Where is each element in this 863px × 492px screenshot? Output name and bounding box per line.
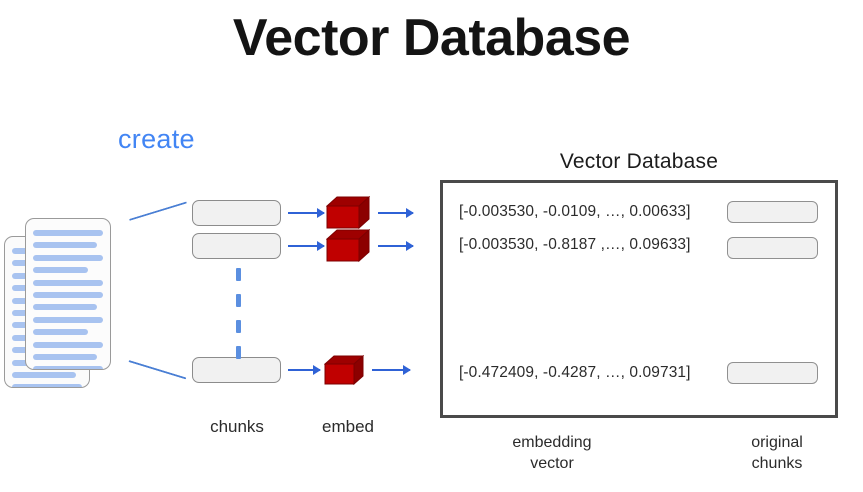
document-line bbox=[12, 384, 82, 387]
original-chunks-caption: original chunks bbox=[712, 432, 842, 474]
embed-cube-3 bbox=[323, 354, 365, 391]
create-label: create bbox=[118, 124, 195, 154]
document-line bbox=[33, 341, 103, 348]
embedding-vector-text: [-0.003530, -0.8187 ,…, 0.09633] bbox=[459, 236, 691, 253]
document-line bbox=[33, 242, 98, 249]
embedding-vector-caption-line2: vector bbox=[530, 455, 574, 473]
embed-cube-1 bbox=[325, 195, 371, 235]
arrow-embed2-to-db bbox=[378, 245, 413, 248]
embedding-vector-text: [-0.003530, -0.0109, …, 0.00633] bbox=[459, 203, 691, 220]
document-line bbox=[33, 353, 98, 360]
dash-mark bbox=[236, 346, 241, 359]
dash-mark bbox=[236, 294, 241, 307]
original-chunk-box[interactable] bbox=[727, 362, 818, 384]
document-line bbox=[33, 329, 88, 336]
document-line bbox=[33, 267, 88, 274]
document-line bbox=[33, 254, 103, 261]
document-line bbox=[33, 366, 103, 369]
dash-mark bbox=[236, 320, 241, 333]
embedding-vector-caption: embedding vector bbox=[462, 432, 642, 474]
cube-icon bbox=[325, 195, 371, 230]
document-page-front bbox=[25, 218, 111, 370]
connector-line-bottom bbox=[128, 360, 187, 380]
document-line bbox=[33, 316, 103, 323]
arrow-chunk3-to-embed bbox=[288, 369, 320, 372]
database-row: [-0.003530, -0.0109, …, 0.00633] bbox=[443, 199, 835, 225]
cube-icon bbox=[325, 228, 371, 263]
embed-cube-2 bbox=[325, 228, 371, 268]
database-row: [-0.003530, -0.8187 ,…, 0.09633] bbox=[443, 232, 835, 259]
page-title: Vector Database bbox=[232, 9, 631, 67]
original-chunks-caption-line1: original bbox=[751, 434, 803, 451]
chunk-box-2[interactable] bbox=[192, 233, 281, 259]
chunk-box-1[interactable] bbox=[192, 200, 281, 226]
document-line bbox=[33, 230, 103, 236]
database-row: [-0.472409, -0.4287, …, 0.09731] bbox=[443, 360, 835, 386]
ellipsis-dashes bbox=[236, 268, 241, 359]
connector-line-top bbox=[129, 201, 187, 221]
vector-database-box: [-0.003530, -0.0109, …, 0.00633] [-0.003… bbox=[440, 180, 838, 418]
arrow-chunk1-to-embed bbox=[288, 212, 324, 215]
chunks-caption: chunks bbox=[210, 417, 264, 436]
embed-caption: embed bbox=[322, 417, 374, 436]
dash-mark bbox=[236, 268, 241, 281]
database-heading: Vector Database bbox=[559, 150, 719, 173]
arrow-chunk2-to-embed bbox=[288, 245, 324, 248]
embedding-vector-text: [-0.472409, -0.4287, …, 0.09731] bbox=[459, 364, 691, 381]
cube-icon bbox=[323, 354, 365, 386]
document-text-lines-front bbox=[33, 230, 103, 369]
document-line bbox=[12, 371, 77, 378]
document-line bbox=[33, 279, 103, 286]
document-line bbox=[33, 304, 98, 311]
original-chunk-box[interactable] bbox=[727, 201, 818, 223]
arrow-embed1-to-db bbox=[378, 212, 413, 215]
original-chunk-box[interactable] bbox=[727, 237, 818, 259]
arrow-embed3-to-db bbox=[372, 369, 410, 372]
document-line bbox=[33, 291, 103, 298]
original-chunks-caption-line2: chunks bbox=[751, 455, 803, 473]
embedding-vector-caption-line1: embedding bbox=[512, 434, 592, 451]
chunk-box-3[interactable] bbox=[192, 357, 281, 383]
